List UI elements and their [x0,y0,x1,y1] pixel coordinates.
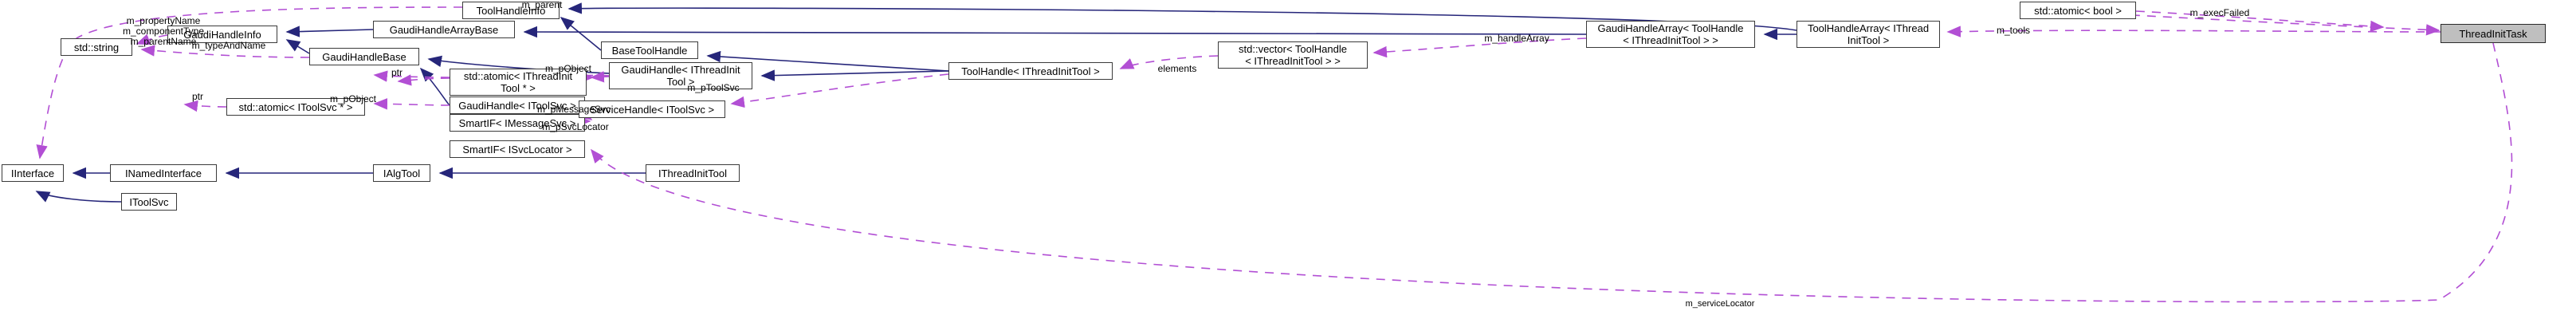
node-toolhandlearray-ithreadinittool[interactable]: ToolHandleArray< IThread InitTool > [1797,21,1940,48]
edge-label-ptr-bottom: ptr [191,91,203,102]
node-gaudihandlebase[interactable]: GaudiHandleBase [309,48,419,65]
edge-label-m-parent: m_parent [521,0,563,10]
edge-label-m-handlearray: m_handleArray [1484,33,1549,44]
node-inamedinterface[interactable]: INamedInterface [110,164,217,182]
edge-label-elements: elements [1157,63,1197,74]
node-smartif-isvclocator[interactable]: SmartIF< ISvcLocator > [450,140,585,158]
edge-label-m-pobject-top: m_pObject [544,63,592,74]
node-toolhandle-ithreadinittool[interactable]: ToolHandle< IThreadInitTool > [948,62,1113,80]
node-vector-toolhandle[interactable]: std::vector< ToolHandle < IThreadInitToo… [1218,41,1368,69]
edge-label-ptr-top: ptr [391,67,402,78]
node-atomic-bool[interactable]: std::atomic< bool > [2020,2,2136,19]
node-smartif-imessagesvc[interactable]: SmartIF< IMessageSvc > [450,114,585,132]
edge-label-m-execfailed: m_execFailed [2189,7,2250,18]
node-iinterface[interactable]: IInterface [2,164,64,182]
node-basetoolhandle[interactable]: BaseToolHandle [601,41,698,59]
node-threadinittask[interactable]: ThreadInitTask [2441,24,2546,43]
edge-label-m-pobject-bottom: m_pObject [329,93,377,104]
node-ialgtool[interactable]: IAlgTool [373,164,430,182]
node-ithreadinittool[interactable]: IThreadInitTool [646,164,740,182]
edge-label-m-tools: m_tools [1996,25,2031,36]
edge-label-m-servicelocator: m_serviceLocator [1685,299,1755,309]
edge-label-m-psvclocator: m_pSvcLocator [542,121,609,132]
node-itoolsvc[interactable]: IToolSvc [121,193,177,211]
edge-label-m-ptoolsvc: m_pToolSvc [687,82,740,93]
node-gaudihandle-itoolsvc[interactable]: GaudiHandle< IToolSvc > [450,96,585,114]
node-gaudihandlearray-toolhandle[interactable]: GaudiHandleArray< ToolHandle < IThreadIn… [1586,21,1755,48]
node-gaudihandlearraybase[interactable]: GaudiHandleArrayBase [373,21,515,38]
edge-label-m-pmessagesvc: m_pMessageSvc [536,104,611,115]
edge-label-m-typeandname: m_typeAndName [191,40,266,51]
